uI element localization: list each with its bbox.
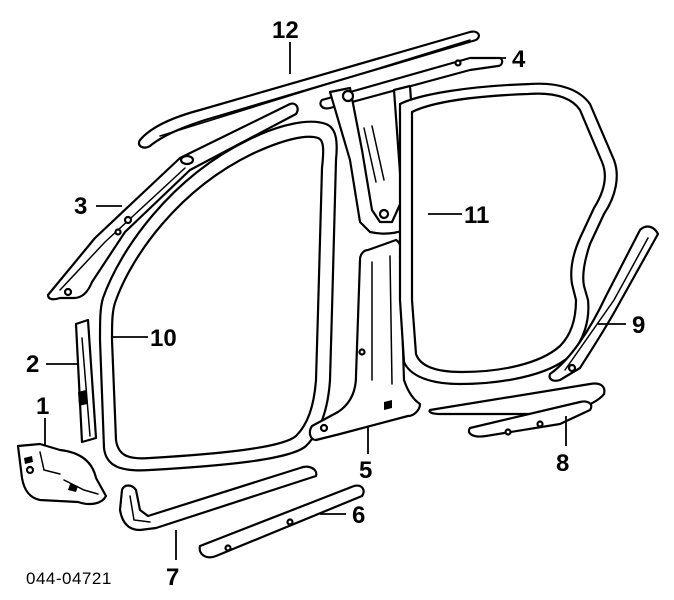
reference-code: 044-04721 xyxy=(26,569,112,588)
callout-12: 12 xyxy=(272,17,299,44)
part-10-front-door-weatherstrip xyxy=(98,120,338,472)
part-11-rear-door-weatherstrip xyxy=(398,82,618,386)
part-8-rear-scuff-plate xyxy=(428,382,606,438)
leader-lines xyxy=(44,42,626,560)
callout-7: 7 xyxy=(166,564,179,591)
callout-6: 6 xyxy=(352,502,365,529)
part-7-front-scuff-plate xyxy=(118,465,318,532)
callout-4: 4 xyxy=(512,46,526,73)
part-11-center-pillar-upper-trim xyxy=(328,84,420,235)
callout-11: 11 xyxy=(464,202,489,229)
callout-2: 2 xyxy=(26,351,39,378)
part-4-header-trim xyxy=(319,56,504,110)
part-12-roof-rail-trim xyxy=(137,30,480,149)
part-9-rear-pillar-lower-trim xyxy=(548,225,660,382)
callout-1: 1 xyxy=(36,393,49,420)
callout-8: 8 xyxy=(556,450,569,477)
callout-10: 10 xyxy=(150,325,177,352)
part-2-pillar-garnish xyxy=(74,318,98,444)
callout-5: 5 xyxy=(359,457,372,484)
callout-3: 3 xyxy=(74,193,87,220)
callout-9: 9 xyxy=(632,312,645,339)
callout-labels: 1 2 3 4 5 6 7 8 9 10 11 12 xyxy=(26,17,645,591)
part-6-sill-trim xyxy=(198,484,365,559)
part-1-cowl-side-trim xyxy=(16,442,108,506)
part-3-front-pillar-trim xyxy=(46,102,299,301)
